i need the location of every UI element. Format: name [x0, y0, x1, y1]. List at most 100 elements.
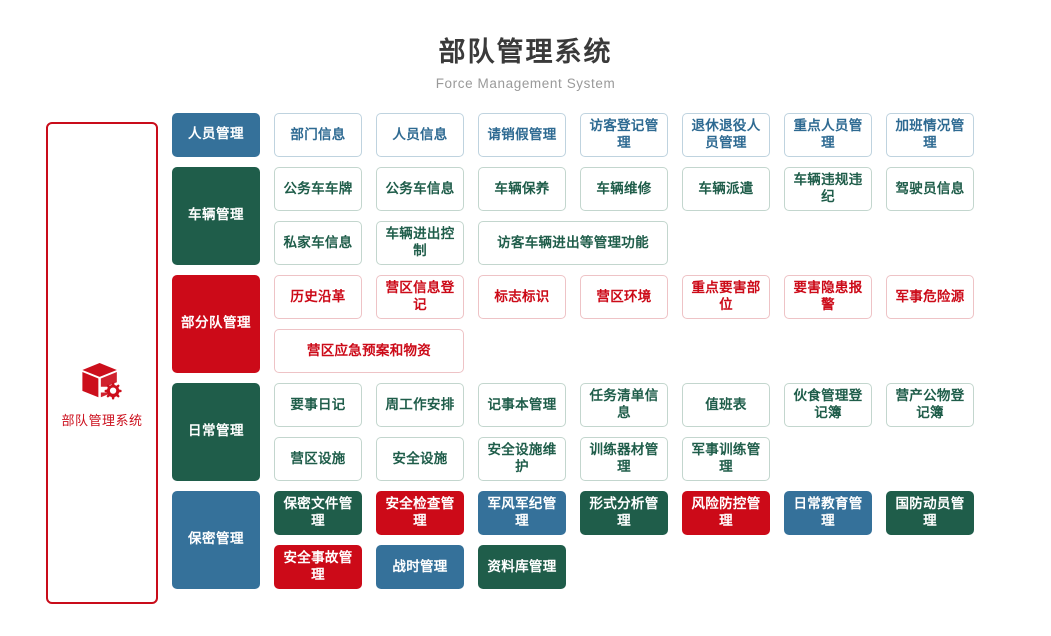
module-button[interactable]: 退休退役人员管理	[682, 112, 770, 157]
module-button[interactable]: 车辆保养	[478, 166, 566, 211]
category-label-1[interactable]: 车辆管理	[172, 166, 260, 265]
module-button[interactable]: 值班表	[682, 382, 770, 427]
module-button-label: 重点人员管理	[793, 118, 863, 150]
module-button[interactable]: 要事日记	[274, 382, 362, 427]
content-area: 部队管理系统 人员管理部门信息人员信息请销假管理访客登记管理退休退役人员管理重点…	[0, 112, 1051, 605]
module-button[interactable]: 形式分析管理	[580, 490, 668, 535]
module-button[interactable]: 驾驶员信息	[886, 166, 974, 211]
module-button[interactable]: 人员信息	[376, 112, 464, 157]
module-button[interactable]: 历史沿革	[274, 274, 362, 319]
module-button[interactable]: 周工作安排	[376, 382, 464, 427]
category-label-4[interactable]: 保密管理	[172, 490, 260, 589]
module-button-label: 营区信息登记	[385, 280, 455, 312]
module-button[interactable]: 公务车信息	[376, 166, 464, 211]
module-button-label: 营区环境	[596, 288, 652, 304]
page-title: 部队管理系统	[438, 37, 613, 67]
module-button[interactable]: 部门信息	[274, 112, 362, 157]
module-button[interactable]: 营区环境	[580, 274, 668, 319]
module-button[interactable]: 要害隐患报警	[784, 274, 872, 319]
module-button-label: 车辆派遣	[698, 180, 754, 196]
module-button[interactable]: 访客登记管理	[580, 112, 668, 157]
module-button[interactable]: 重点要害部位	[682, 274, 770, 319]
module-group: 部分队管理 历史沿革 营区信息登记标志标识 营区环境 重点要害部位要害隐患报警军事危险源…	[172, 274, 1008, 373]
category-label-2[interactable]: 部分队管理	[172, 274, 260, 373]
module-button[interactable]: 营区信息登记	[376, 274, 464, 319]
module-button[interactable]: 重点人员管理	[784, 112, 872, 157]
module-button[interactable]: 访客车辆进出等管理功能	[478, 220, 668, 265]
sidebar-brand-label: 部队管理系统	[61, 413, 143, 429]
module-group: 人员管理 部门信息 人员信息 请销假管理访客登记管理退休退役人员管理重点人员管理加班情…	[172, 112, 1008, 157]
module-button[interactable]: 车辆派遣	[682, 166, 770, 211]
module-button-label: 人员信息	[392, 126, 448, 142]
sidebar-brand: 部队管理系统	[61, 360, 142, 429]
module-button[interactable]: 保密文件管理	[274, 490, 362, 535]
module-button-label: 访客车辆进出等管理功能	[497, 234, 649, 250]
module-button-label: 保密文件管理	[283, 496, 353, 528]
module-button-label: 军事训练管理	[691, 442, 761, 474]
module-button-label: 车辆维修	[596, 180, 652, 196]
module-button[interactable]: 安全设施	[376, 436, 464, 481]
category-label-3[interactable]: 日常管理	[172, 382, 260, 481]
module-button-label: 训练器材管理	[589, 442, 659, 474]
module-button[interactable]: 车辆维修	[580, 166, 668, 211]
module-button[interactable]: 加班情况管理	[886, 112, 974, 157]
module-button[interactable]: 标志标识	[478, 274, 566, 319]
page-subtitle: Force Management System	[435, 75, 616, 91]
module-button-label: 部门信息	[290, 126, 346, 142]
module-button[interactable]: 营区应急预案和物资	[274, 328, 464, 373]
module-button[interactable]: 国防动员管理	[886, 490, 974, 535]
module-button-label: 公务车车牌	[283, 180, 353, 196]
module-button[interactable]: 资料库管理	[478, 544, 566, 589]
module-button-label: 车辆保养	[494, 180, 550, 196]
module-item-list: 部门信息 人员信息 请销假管理访客登记管理退休退役人员管理重点人员管理加班情况管理	[274, 112, 1008, 157]
module-button-label: 营区应急预案和物资	[306, 342, 432, 358]
module-button-label: 安全检查管理	[385, 496, 455, 528]
module-button[interactable]: 营产公物登记簿	[886, 382, 974, 427]
module-button[interactable]: 军风军纪管理	[478, 490, 566, 535]
module-button[interactable]: 训练器材管理	[580, 436, 668, 481]
module-button-label: 安全设施维护	[487, 442, 557, 474]
module-button-label: 要事日记	[290, 396, 346, 412]
module-button[interactable]: 安全事故管理	[274, 544, 362, 589]
module-button[interactable]: 任务清单信息	[580, 382, 668, 427]
module-button-label: 任务清单信息	[589, 388, 659, 420]
module-button-label: 营区设施	[290, 450, 346, 466]
module-button-label: 要害隐患报警	[793, 280, 863, 312]
module-button[interactable]: 日常教育管理	[784, 490, 872, 535]
module-button[interactable]: 安全设施维护	[478, 436, 566, 481]
module-group: 保密管理保密文件管理安全检查管理军风军纪管理形式分析管理风险防控管理日常教育管理…	[172, 490, 1008, 589]
module-button-label: 营产公物登记簿	[895, 388, 965, 420]
module-button-label: 私家车信息	[283, 234, 353, 250]
module-button[interactable]: 军事危险源	[886, 274, 974, 319]
module-button[interactable]: 私家车信息	[274, 220, 362, 265]
module-button-label: 伙食管理登记簿	[793, 388, 863, 420]
module-button-label: 访客登记管理	[589, 118, 659, 150]
sidebar-panel: 部队管理系统	[46, 121, 158, 604]
module-button[interactable]: 公务车车牌	[274, 166, 362, 211]
cube-gear-icon	[79, 360, 125, 404]
module-button[interactable]: 安全检查管理	[376, 490, 464, 535]
module-button-label: 历史沿革	[290, 288, 346, 304]
module-button-label: 风险防控管理	[691, 496, 761, 528]
category-label-0[interactable]: 人员管理	[172, 112, 260, 157]
module-button[interactable]: 记事本管理	[478, 382, 566, 427]
module-group: 日常管理 要事日记 周工作安排记事本管理任务清单信息值班表伙食管理登记簿营产公物登记…	[172, 382, 1008, 481]
module-button-label: 车辆违规违纪	[793, 172, 863, 204]
module-button[interactable]: 风险防控管理	[682, 490, 770, 535]
module-button-label: 安全设施	[392, 450, 448, 466]
module-button[interactable]: 车辆进出控制	[376, 220, 464, 265]
module-button-label: 公务车信息	[385, 180, 455, 196]
module-button[interactable]: 车辆违规违纪	[784, 166, 872, 211]
module-group: 车辆管理 公务车车牌 公务车信息 车辆保养 车辆维修 车辆派遣 车辆违规违纪驾驶员信息私家车…	[172, 166, 1008, 265]
module-button-label: 形式分析管理	[589, 496, 659, 528]
module-button[interactable]: 请销假管理	[478, 112, 566, 157]
module-button-label: 战时管理	[392, 558, 448, 574]
module-button[interactable]: 伙食管理登记簿	[784, 382, 872, 427]
module-item-list: 公务车车牌 公务车信息 车辆保养 车辆维修 车辆派遣 车辆违规违纪驾驶员信息私家车信息 车辆…	[274, 166, 1008, 265]
module-button[interactable]: 军事训练管理	[682, 436, 770, 481]
module-button[interactable]: 营区设施	[274, 436, 362, 481]
module-button[interactable]: 战时管理	[376, 544, 464, 589]
module-button-label: 国防动员管理	[895, 496, 965, 528]
module-button-label: 重点要害部位	[691, 280, 761, 312]
module-item-list: 历史沿革 营区信息登记标志标识 营区环境 重点要害部位要害隐患报警军事危险源营区应急预…	[274, 274, 1008, 373]
